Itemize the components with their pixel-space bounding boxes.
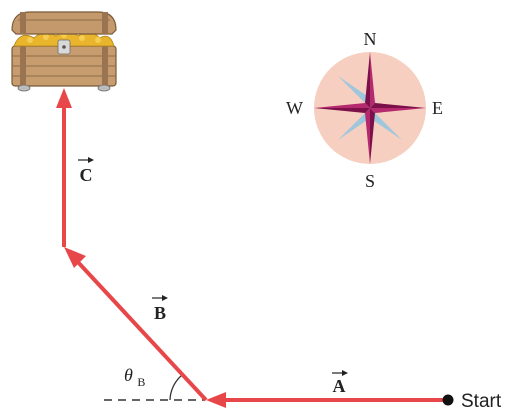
- vector-b-arrow: [64, 247, 208, 402]
- angle-arc-theta-b: [169, 374, 183, 401]
- vector-c-arrow: [56, 88, 72, 247]
- vector-b-letter: B: [154, 303, 166, 323]
- vector-a-label: A: [332, 370, 348, 396]
- compass-rose-icon: [314, 52, 426, 164]
- start-dot-icon: [442, 394, 454, 406]
- compass-west-label: W: [286, 98, 303, 118]
- compass-south-label: S: [365, 171, 375, 191]
- angle-theta-symbol: θ: [124, 365, 133, 385]
- treasure-chest-icon: [11, 11, 117, 92]
- start-label: Start: [461, 391, 502, 412]
- angle-theta-subscript: B: [137, 375, 145, 389]
- vector-a-letter: A: [333, 376, 346, 396]
- compass-east-label: E: [432, 98, 443, 118]
- vector-c-label: C: [78, 157, 94, 185]
- vector-a-arrow: [206, 392, 448, 408]
- vector-b-label: B: [152, 295, 168, 323]
- vector-c-letter: C: [80, 165, 93, 185]
- compass-north-label: N: [364, 29, 377, 49]
- angle-theta-label: θ B: [124, 365, 145, 389]
